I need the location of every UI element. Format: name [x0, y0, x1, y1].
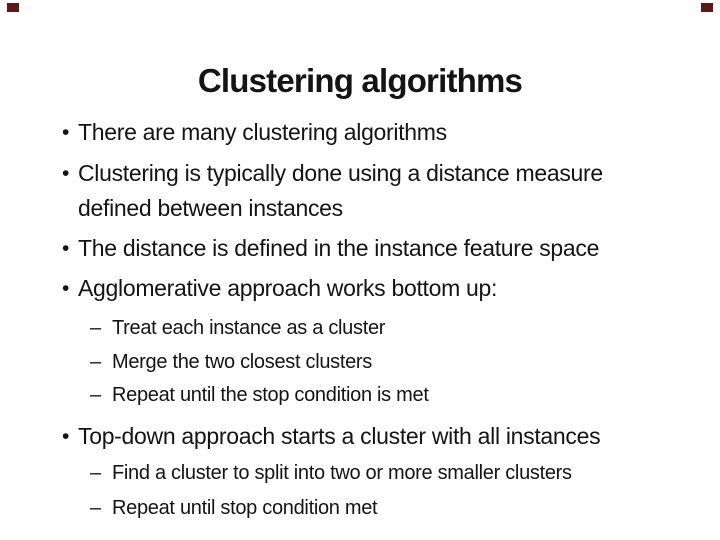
sub-bullet-text: Find a cluster to split into two or more… — [112, 462, 572, 484]
slide-body: • There are many clustering algorithms •… — [0, 115, 720, 520]
bullet-item: • Agglomerative approach works bottom up… — [0, 271, 720, 306]
bullet-icon: • — [62, 277, 70, 300]
bullet-text: Top-down approach starts a cluster with … — [78, 423, 601, 449]
sub-bullet-item: – Repeat until stop condition met — [0, 496, 720, 520]
bullet-text: There are many clustering algorithms — [78, 119, 447, 145]
sub-bullet-text: Treat each instance as a cluster — [112, 317, 386, 339]
sub-bullet-item: – Treat each instance as a cluster — [0, 316, 720, 340]
bullet-text: Clustering is typically done using a dis… — [78, 160, 603, 221]
sub-bullet-item: – Repeat until the stop condition is met — [0, 383, 720, 407]
bullet-item: • Top-down approach starts a cluster wit… — [0, 419, 720, 454]
corner-accent-right — [701, 3, 713, 12]
corner-accent-left — [7, 3, 19, 12]
dash-icon: – — [90, 462, 102, 484]
sub-bullet-item: – Merge the two closest clusters — [0, 350, 720, 374]
bullet-text: The distance is defined in the instance … — [78, 235, 600, 261]
bullet-icon: • — [62, 237, 70, 260]
dash-icon: – — [90, 497, 102, 519]
bullet-item: • There are many clustering algorithms — [0, 115, 720, 150]
bullet-icon: • — [62, 425, 70, 448]
bullet-icon: • — [62, 121, 70, 144]
sub-bullet-text: Merge the two closest clusters — [112, 351, 372, 373]
dash-icon: – — [90, 317, 102, 339]
slide-title: Clustering algorithms — [197, 62, 523, 99]
bullet-text: Agglomerative approach works bottom up: — [78, 275, 498, 301]
sub-bullet-text: Repeat until stop condition met — [112, 497, 378, 519]
bullet-item: • The distance is defined in the instanc… — [0, 231, 720, 266]
sub-bullet-item: – Find a cluster to split into two or mo… — [0, 461, 720, 485]
bullet-icon: • — [62, 162, 70, 185]
dash-icon: – — [90, 351, 102, 373]
sub-bullet-text: Repeat until the stop condition is met — [112, 384, 429, 406]
dash-icon: – — [90, 384, 102, 406]
bullet-item: • Clustering is typically done using a d… — [0, 156, 720, 226]
